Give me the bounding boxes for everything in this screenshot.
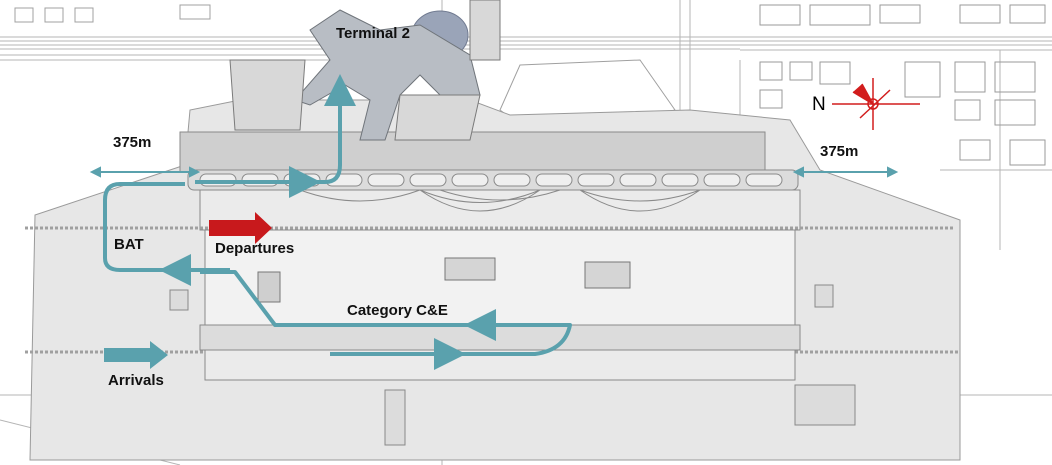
arrival-arrow-icon: [104, 341, 168, 369]
route-bat-loop: [103, 182, 185, 272]
route-category-loop: [200, 270, 572, 356]
taxiway-island: [493, 173, 531, 187]
taxiway-island: [577, 173, 615, 187]
taxiway-island: [745, 173, 783, 187]
terminal-building: [294, 9, 481, 141]
taxiway-island: [451, 173, 489, 187]
departure-arrow-icon: [209, 212, 272, 244]
center-building-2: [584, 261, 631, 289]
north-arrow-icon: [832, 78, 920, 130]
center-field: [204, 229, 796, 326]
route-paths: [103, 74, 572, 370]
taxiway-island: [619, 173, 657, 187]
departures-label: Departures: [215, 240, 295, 257]
taxiway-island: [409, 173, 447, 187]
terminal-label: Terminal 2: [336, 25, 410, 42]
taxiway-island: [703, 173, 741, 187]
city-blocks: [759, 4, 1046, 166]
width-label-left: 375m: [113, 134, 152, 151]
taxiway-island: [535, 173, 573, 187]
center-building-1: [444, 257, 496, 281]
taxiway-south: [199, 324, 801, 351]
bat-label: BAT: [114, 236, 144, 253]
apron-north: [179, 131, 766, 173]
center-building-3: [257, 271, 281, 303]
taxiway-island: [661, 173, 699, 187]
south-structures: [169, 284, 856, 446]
north-label: N: [812, 94, 826, 115]
runway-upper: [199, 189, 801, 231]
dimension-markers: [89, 166, 899, 178]
terminal-piers: [229, 0, 501, 141]
width-label-right: 375m: [820, 143, 859, 160]
category-label: Category C&E: [347, 302, 448, 319]
route-to-terminal: [195, 74, 356, 184]
arrivals-label: Arrivals: [108, 372, 164, 389]
taxiway-island: [367, 173, 405, 187]
